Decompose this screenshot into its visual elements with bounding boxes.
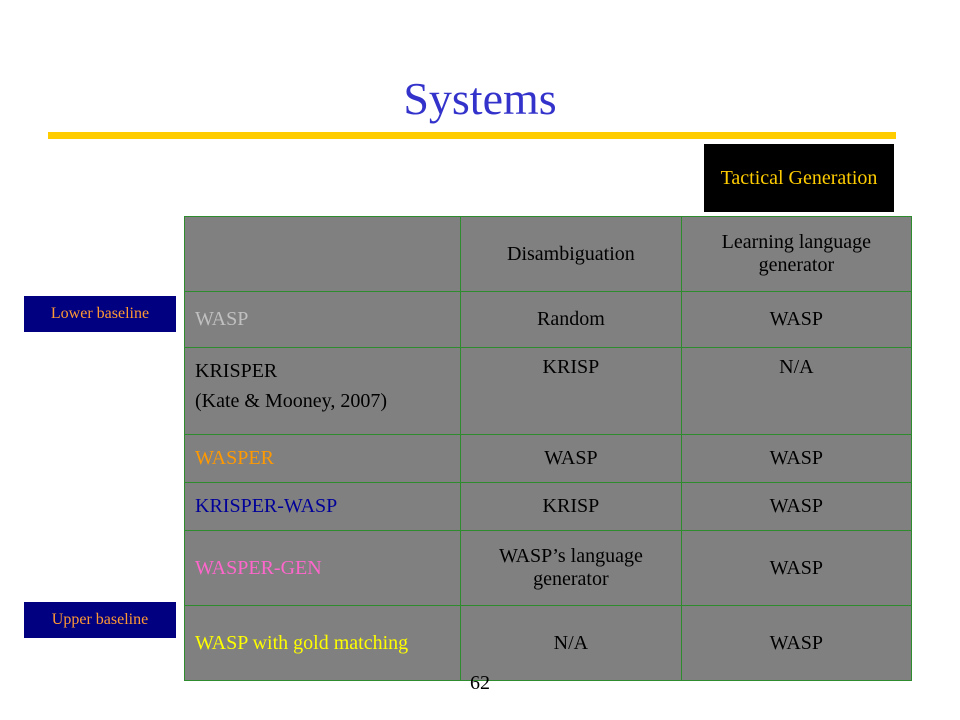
header-cell-system [183,216,462,292]
table-row: KRISPER (Kate & Mooney, 2007) KRISP N/A [183,347,913,435]
generator-cell: N/A [680,347,913,435]
disambiguation-cell: N/A [460,605,682,681]
slide-title: Systems [403,73,557,124]
system-cell: WASPER-GEN [183,530,462,606]
disambiguation-cell: WASP’s language generator [460,530,682,606]
header-cell-generator: Learning language generator [680,216,913,292]
system-cell: WASPER [183,434,462,483]
system-cell: WASP with gold matching [183,605,462,681]
disambiguation-cell: Random [460,291,682,348]
generator-cell: WASP [680,605,913,681]
upper-baseline-tag: Upper baseline [24,602,176,638]
disambiguation-cell: KRISP [460,482,682,531]
table-header-row: Disambiguation Learning language generat… [183,216,913,292]
table-row: WASPER WASP WASP [183,434,913,483]
tactical-generation-tag: Tactical Generation [704,144,894,212]
table-row: WASP with gold matching N/A WASP [183,605,913,681]
systems-table: Disambiguation Learning language generat… [183,216,913,681]
table-row: KRISPER-WASP KRISP WASP [183,482,913,531]
generator-cell: WASP [680,291,913,348]
header-cell-disambiguation: Disambiguation [460,216,682,292]
generator-cell: WASP [680,434,913,483]
system-cell: WASP [183,291,462,348]
disambiguation-cell: KRISP [460,347,682,435]
lower-baseline-tag: Lower baseline [24,296,176,332]
generator-cell: WASP [680,530,913,606]
title-underline [48,132,896,139]
system-name: KRISPER [195,360,278,382]
generator-cell: WASP [680,482,913,531]
system-cell: KRISPER-WASP [183,482,462,531]
system-citation: (Kate & Mooney, 2007) [195,390,387,412]
system-cell: KRISPER (Kate & Mooney, 2007) [183,347,462,435]
page-number: 62 [470,672,490,694]
table-row: WASPER-GEN WASP’s language generator WAS… [183,530,913,606]
table-row: WASP Random WASP [183,291,913,348]
disambiguation-cell: WASP [460,434,682,483]
